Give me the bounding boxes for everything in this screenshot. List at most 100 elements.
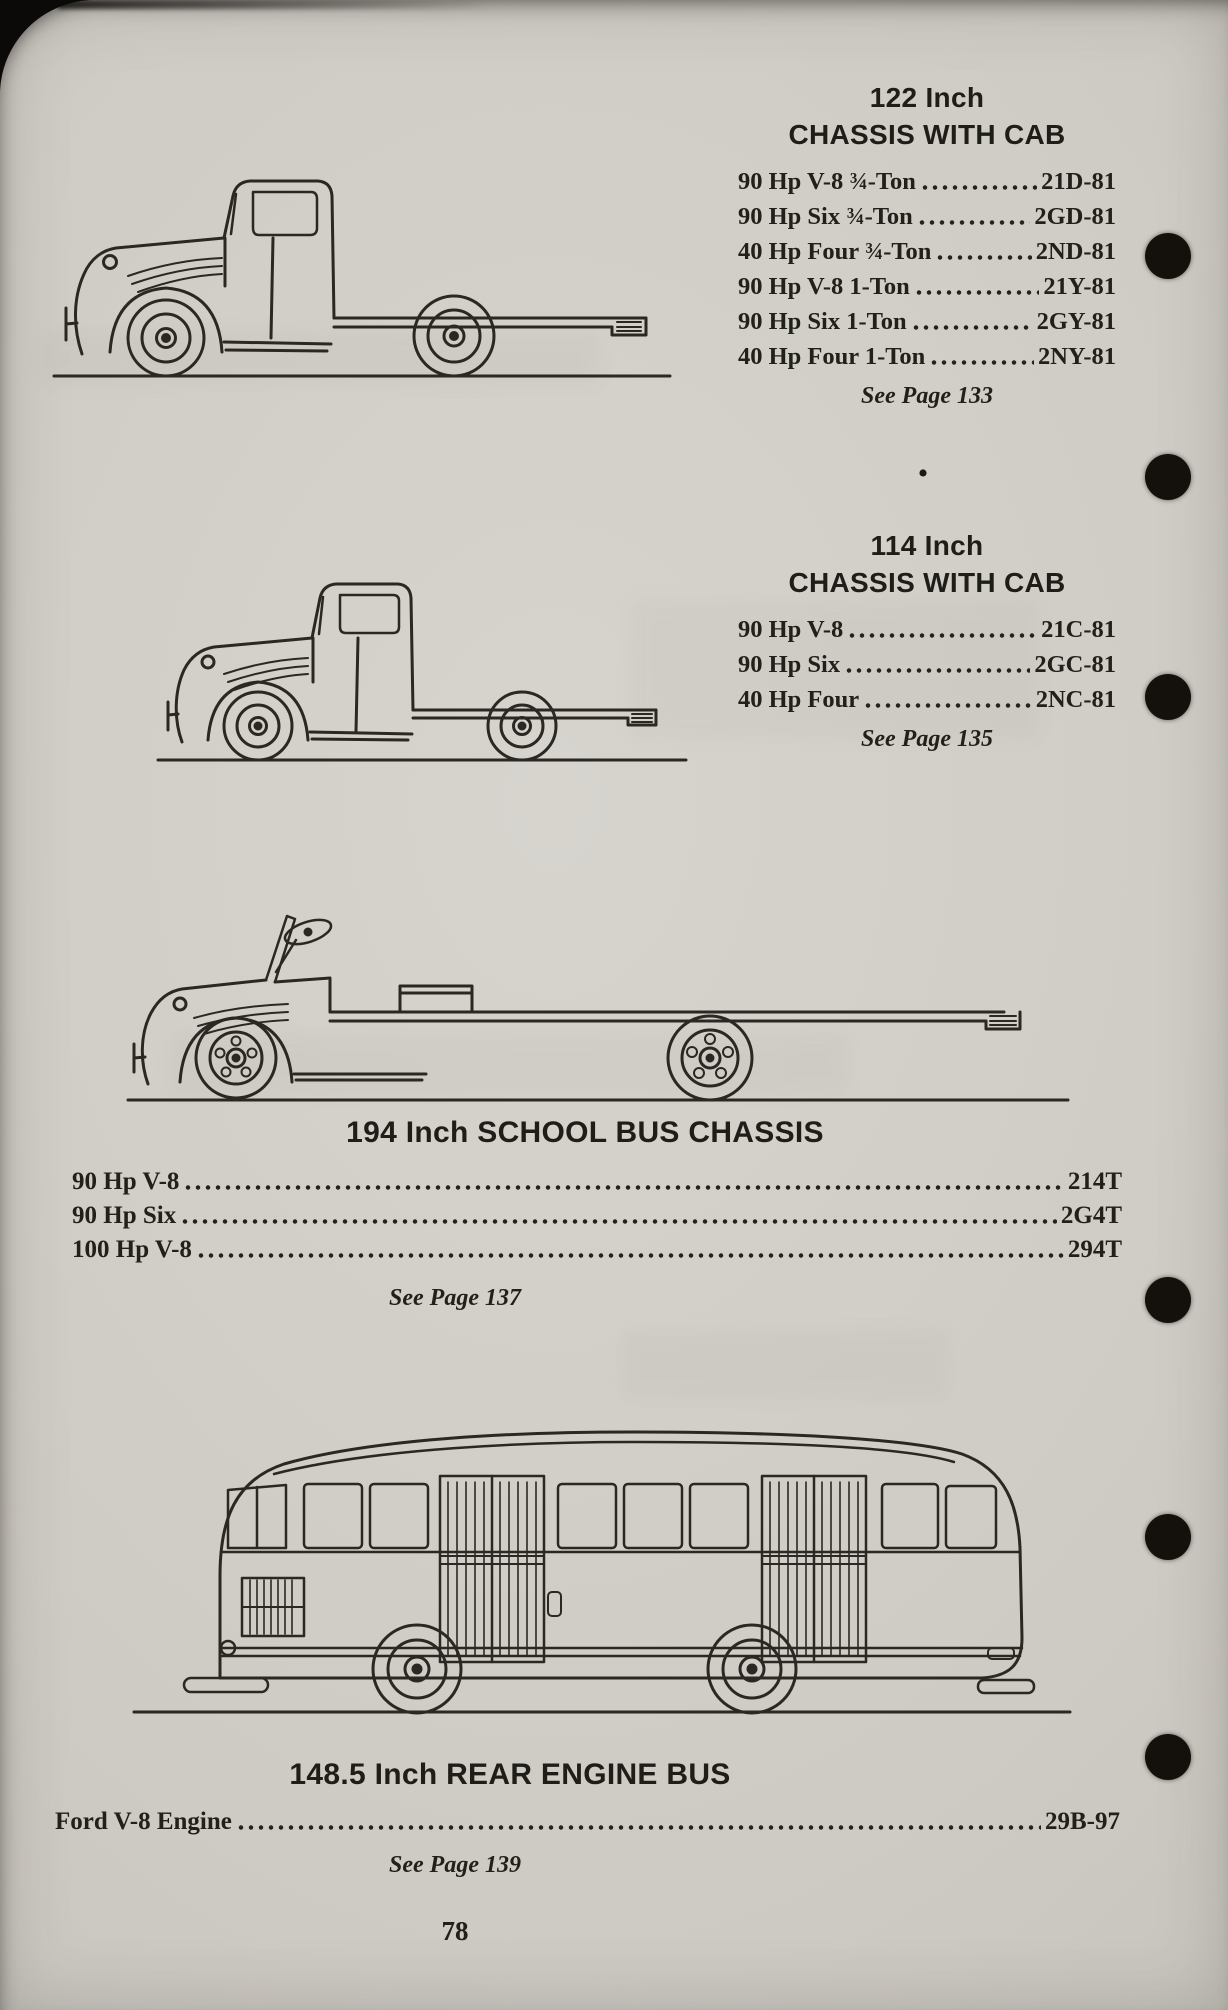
dot-leader: [232, 1808, 1045, 1836]
frame-toolbox: [398, 984, 474, 1014]
see-page-reference: See Page 135: [861, 725, 993, 752]
hood-trim-lines: [193, 1003, 289, 1035]
spec-code: 214T: [1067, 1168, 1122, 1195]
spec-row: 90 Hp Six ¾-Ton 2GD-81: [738, 203, 1116, 231]
running-board: [308, 730, 414, 742]
spec-code: 2GD-81: [1034, 202, 1116, 230]
section-title-type: CHASSIS WITH CAB: [788, 118, 1066, 150]
section-114-inch: 114 Inch CHASSIS WITH CAB 90 Hp V-8 21C-…: [738, 528, 1116, 753]
front-fender: [108, 286, 224, 354]
door-line: [354, 636, 360, 734]
page-number: 78: [441, 1916, 469, 1946]
front-bumper: [182, 1676, 270, 1694]
spec-row: 90 Hp V-8 21C-81: [738, 616, 1116, 644]
headlamp: [102, 254, 118, 270]
dot-leader: [931, 238, 1035, 266]
rear-wheel: [666, 1014, 754, 1102]
dot-leader: [925, 343, 1038, 371]
spec-row: 90 Hp Six 2GC-81: [738, 651, 1116, 679]
rear-engine-bus-title: 148.5 Inch REAR ENGINE BUS: [289, 1758, 731, 1791]
front-wheel: [371, 1623, 463, 1715]
front-wheel: [126, 298, 206, 378]
cab-window: [251, 190, 319, 237]
spec-label: Ford V-8 Engine: [55, 1808, 232, 1835]
door-handle: [547, 1591, 562, 1617]
bus-body: [218, 1430, 1024, 1680]
rear-wheel: [486, 690, 558, 762]
rear-engine-bus-spec-list: Ford V-8 Engine 29B-97: [55, 1808, 1120, 1842]
steering-wheel: [274, 918, 333, 974]
dot-leader: [179, 1168, 1067, 1196]
skirt-lines: [218, 1646, 1024, 1658]
running-board: [292, 1072, 428, 1082]
spec-code: 21Y-81: [1043, 272, 1116, 300]
hood-trim-lines: [127, 257, 223, 293]
truck-line-art: [126, 914, 1070, 1102]
bleed-through-mark: [620, 1330, 950, 1400]
dot-leader: [910, 273, 1044, 301]
running-board: [222, 340, 333, 353]
cab-window: [338, 593, 401, 635]
rear-wheel: [706, 1623, 798, 1715]
headlamp: [172, 996, 188, 1012]
page-top-edge-shadow: [58, 0, 488, 9]
spec-code: 21C-81: [1041, 615, 1116, 643]
school-bus-spec-list: 90 Hp V-8 214T 90 Hp Six 2G4T 100 Hp V-8…: [72, 1168, 1122, 1270]
spec-code: 2GY-81: [1036, 307, 1116, 335]
spec-list: 90 Hp V-8 ¾-Ton 21D-81 90 Hp Six ¾-Ton 2…: [738, 168, 1116, 371]
spec-label: 90 Hp V-8 ¾-Ton: [738, 167, 916, 195]
spec-row: 90 Hp V-8 1-Ton 21Y-81: [738, 273, 1116, 301]
section-title-type: CHASSIS WITH CAB: [788, 566, 1066, 598]
spec-row: Ford V-8 Engine 29B-97: [55, 1808, 1120, 1836]
spec-code: 294T: [1067, 1236, 1122, 1263]
dot-leader: [907, 308, 1037, 336]
spec-row: 90 Hp Six 1-Ton 2GY-81: [738, 308, 1116, 336]
dot-leader: [913, 203, 1035, 231]
spec-label: 90 Hp V-8 1-Ton: [738, 272, 910, 300]
dot-leader: [859, 686, 1036, 714]
spec-label: 90 Hp Six 1-Ton: [738, 307, 907, 335]
chassis-122-illustration: [46, 100, 678, 390]
binder-hole: [1145, 233, 1191, 279]
windshield: [226, 1483, 288, 1550]
rear-wheel: [412, 294, 496, 378]
roof-trim-line: [272, 1440, 956, 1476]
see-page-reference: See Page 139: [389, 1852, 521, 1878]
spec-row: 90 Hp V-8 214T: [72, 1168, 1122, 1196]
spec-row: 40 Hp Four 1-Ton 2NY-81: [738, 343, 1116, 371]
section-122-inch: 122 Inch CHASSIS WITH CAB 90 Hp V-8 ¾-To…: [738, 80, 1116, 410]
frame-rails: [411, 708, 658, 720]
dot-leader: [843, 616, 1041, 644]
spec-label: 40 Hp Four ¾-Ton: [738, 237, 932, 265]
spec-list: 90 Hp V-8 21C-81 90 Hp Six 2GC-81 40 Hp …: [738, 616, 1116, 714]
spec-row: 90 Hp Six 2G4T: [72, 1202, 1122, 1230]
spec-row: 90 Hp V-8 ¾-Ton 21D-81: [738, 168, 1116, 196]
rear-engine-bus-illustration: [122, 1390, 1082, 1725]
front-door: [438, 1474, 546, 1664]
dot-leader: [840, 651, 1034, 679]
spec-label: 90 Hp Six: [72, 1202, 177, 1229]
spec-label: 90 Hp Six: [738, 650, 841, 678]
see-page-reference: See Page 137: [389, 1285, 521, 1311]
binder-hole: [1145, 1514, 1191, 1560]
school-bus-chassis-illustration: [118, 872, 1080, 1114]
spec-row: 100 Hp V-8 294T: [72, 1236, 1122, 1264]
dot-leader: [176, 1202, 1061, 1230]
spec-code: 29B-97: [1045, 1808, 1120, 1835]
rear-door: [760, 1474, 868, 1664]
binder-hole: [1145, 454, 1191, 500]
spec-code: 2GC-81: [1034, 650, 1116, 678]
hood-trim-lines: [223, 657, 309, 691]
dot-leader: [916, 168, 1041, 196]
rear-bumper: [976, 1678, 1036, 1695]
spec-label: 40 Hp Four: [738, 685, 860, 713]
spec-label: 90 Hp V-8: [738, 615, 844, 643]
separator-dot: •: [917, 457, 929, 490]
spec-code: 21D-81: [1041, 167, 1116, 195]
binder-hole: [1145, 1277, 1191, 1323]
section-title-size: 122 Inch: [869, 82, 985, 113]
school-bus-chassis-title: 194 Inch SCHOOL BUS CHASSIS: [346, 1116, 824, 1149]
spec-label: 100 Hp V-8: [72, 1236, 192, 1263]
dot-leader: [192, 1236, 1068, 1264]
